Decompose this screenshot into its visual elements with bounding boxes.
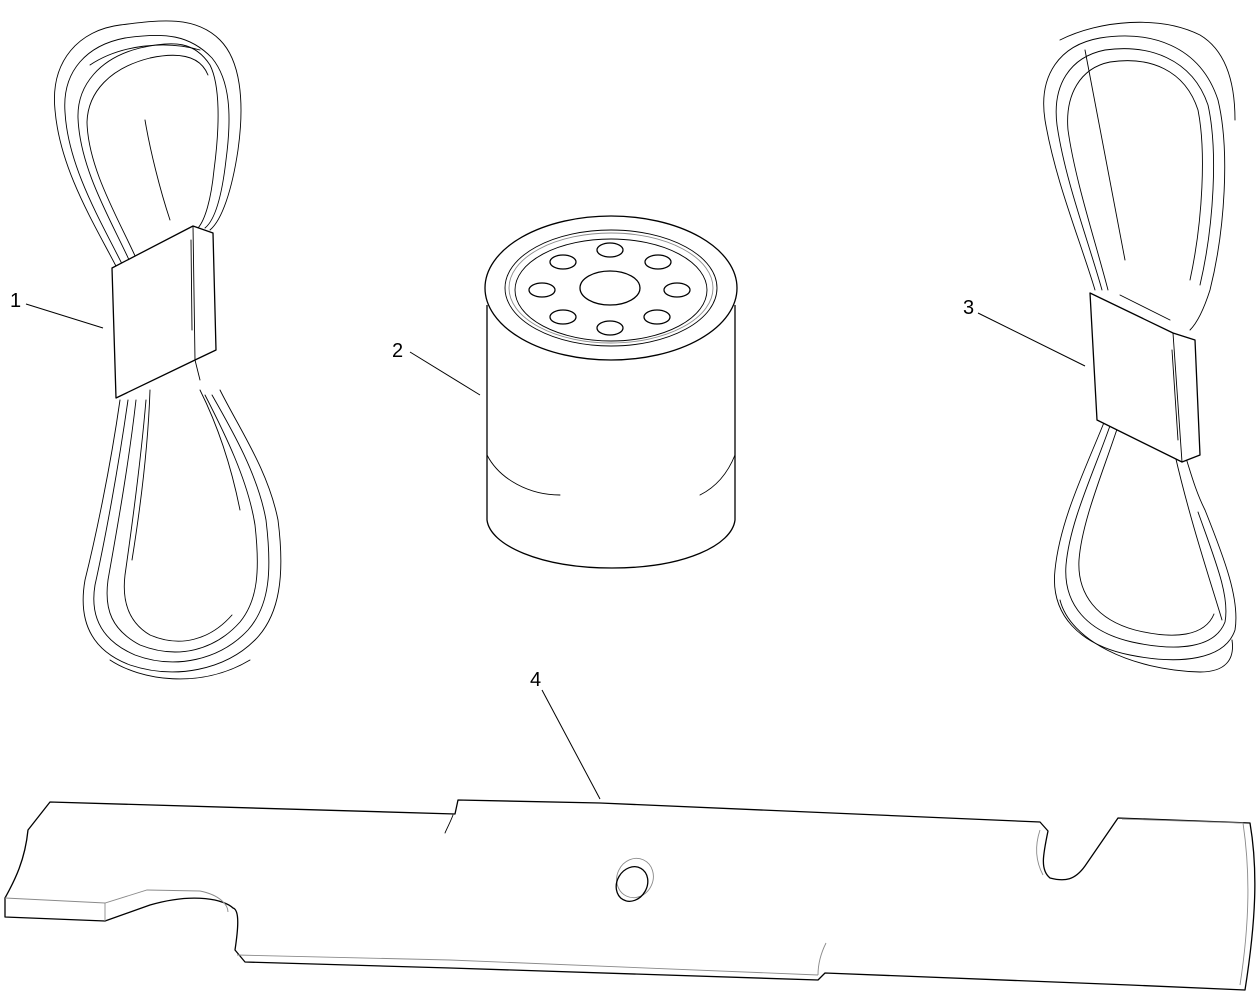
leader-line-2 [409,351,481,396]
filter-hole-icon [596,320,624,336]
callout-2: 2 [392,340,481,396]
filter-hole-icon [596,242,624,258]
mower-blade-drawing[interactable] [4,799,1256,991]
blade-hole-icon [615,866,649,902]
filter-hole-icon [528,282,556,298]
leader-line-4 [541,689,601,800]
callout-1: 1 [10,290,104,329]
filter-hole-icon [663,282,691,298]
filter-hole-icon [549,309,577,325]
belt-right-drawing[interactable] [1043,21,1237,673]
oil-filter-drawing[interactable] [484,215,738,569]
callout-3: 3 [963,297,1086,367]
callout-label-4: 4 [530,669,541,691]
callout-4: 4 [530,669,601,800]
callout-label-3: 3 [963,297,974,319]
leader-line-3 [977,312,1086,367]
leader-line-1 [25,303,104,329]
belt-left-drawing[interactable] [54,20,282,680]
filter-hole-icon [549,254,577,270]
filter-hole-icon [644,254,672,270]
callout-label-2: 2 [392,340,403,362]
filter-hole-icon [643,309,671,325]
callout-label-1: 1 [10,290,21,312]
